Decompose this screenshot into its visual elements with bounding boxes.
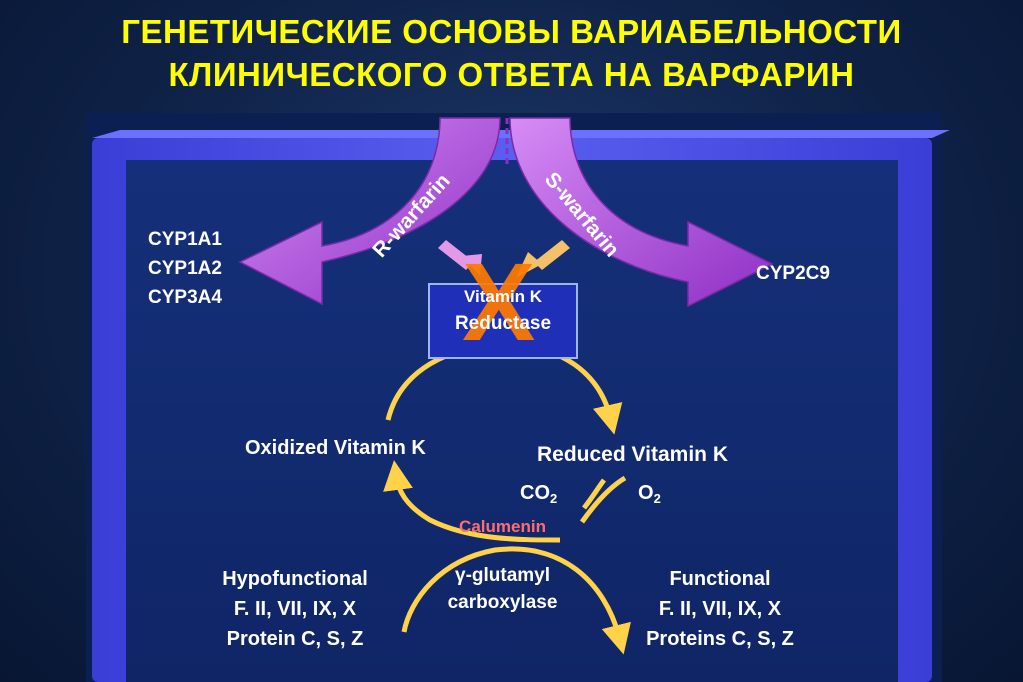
hypofunctional-line-3: Protein C, S, Z (226, 628, 364, 650)
r-inhibit-pointer (438, 240, 474, 270)
r-inhibit-pointer-head (462, 254, 482, 276)
page-title: ГЕНЕТИЧЕСКИЕ ОСНОВЫ ВАРИАБЕЛЬНОСТИ КЛИНИ… (0, 10, 1023, 96)
s-inhibit-pointer-head (516, 252, 542, 278)
functional-line-3: Proteins C, S, Z (646, 628, 794, 650)
vkor-label-line-2: Reductase (454, 313, 552, 334)
functional-line-2: F. II, VII, IX, X (658, 598, 782, 620)
s-warfarin-arrow (509, 117, 774, 308)
vkor-box (428, 283, 578, 359)
calumenin-label: Calumenin (459, 517, 546, 536)
oxidation-arc (383, 460, 561, 543)
vkor-label-line-1: Vitamin K (463, 287, 543, 306)
carboxylation-arc (401, 546, 631, 655)
title-line-2: КЛИНИЧЕСКОГО ОТВЕТА НА ВАРФАРИН (168, 56, 855, 93)
hypofunctional-line-1: Hypofunctional (222, 568, 368, 590)
gamma-symbol: γ (454, 565, 466, 586)
r-warfarin-arrow (238, 117, 501, 306)
cyp3a4-label: CYP3A4 (148, 287, 222, 308)
reduced-vitamin-k-label: Reduced Vitamin K (537, 443, 728, 466)
oxidized-vitamin-k-label: Oxidized Vitamin K (245, 437, 426, 459)
warfarin-arrows (238, 117, 774, 308)
carboxylase-label: γ-glutamyl (425, 565, 580, 587)
carboxylase-line-2: carboxylase (447, 592, 558, 613)
co2-text: CO (520, 482, 550, 504)
cyp1a2-label: CYP1A2 (148, 258, 222, 279)
functional-line-1: Functional (669, 568, 771, 590)
carboxylase-line-1: -glutamyl (465, 565, 551, 586)
cyp2c9-label: CYP2C9 (756, 263, 830, 284)
cell-interior (126, 160, 898, 682)
hypofunctional-line-2: F. II, VII, IX, X (233, 598, 357, 620)
co2-subscript: 2 (550, 491, 558, 506)
inhibition-x: X (462, 241, 536, 364)
o2-text: O (638, 482, 654, 504)
o2-in-arrow (579, 475, 627, 524)
o2-label: O2 (638, 482, 661, 506)
title-line-1: ГЕНЕТИЧЕСКИЕ ОСНОВЫ ВАРИАБЕЛЬНОСТИ (121, 13, 902, 50)
s-inhibit-pointer (534, 240, 570, 270)
o2-subscript: 2 (653, 491, 661, 506)
cyp1a1-label: CYP1A1 (148, 229, 222, 250)
co2-label: CO2 (520, 482, 557, 506)
co2-out-arrow (582, 478, 607, 510)
